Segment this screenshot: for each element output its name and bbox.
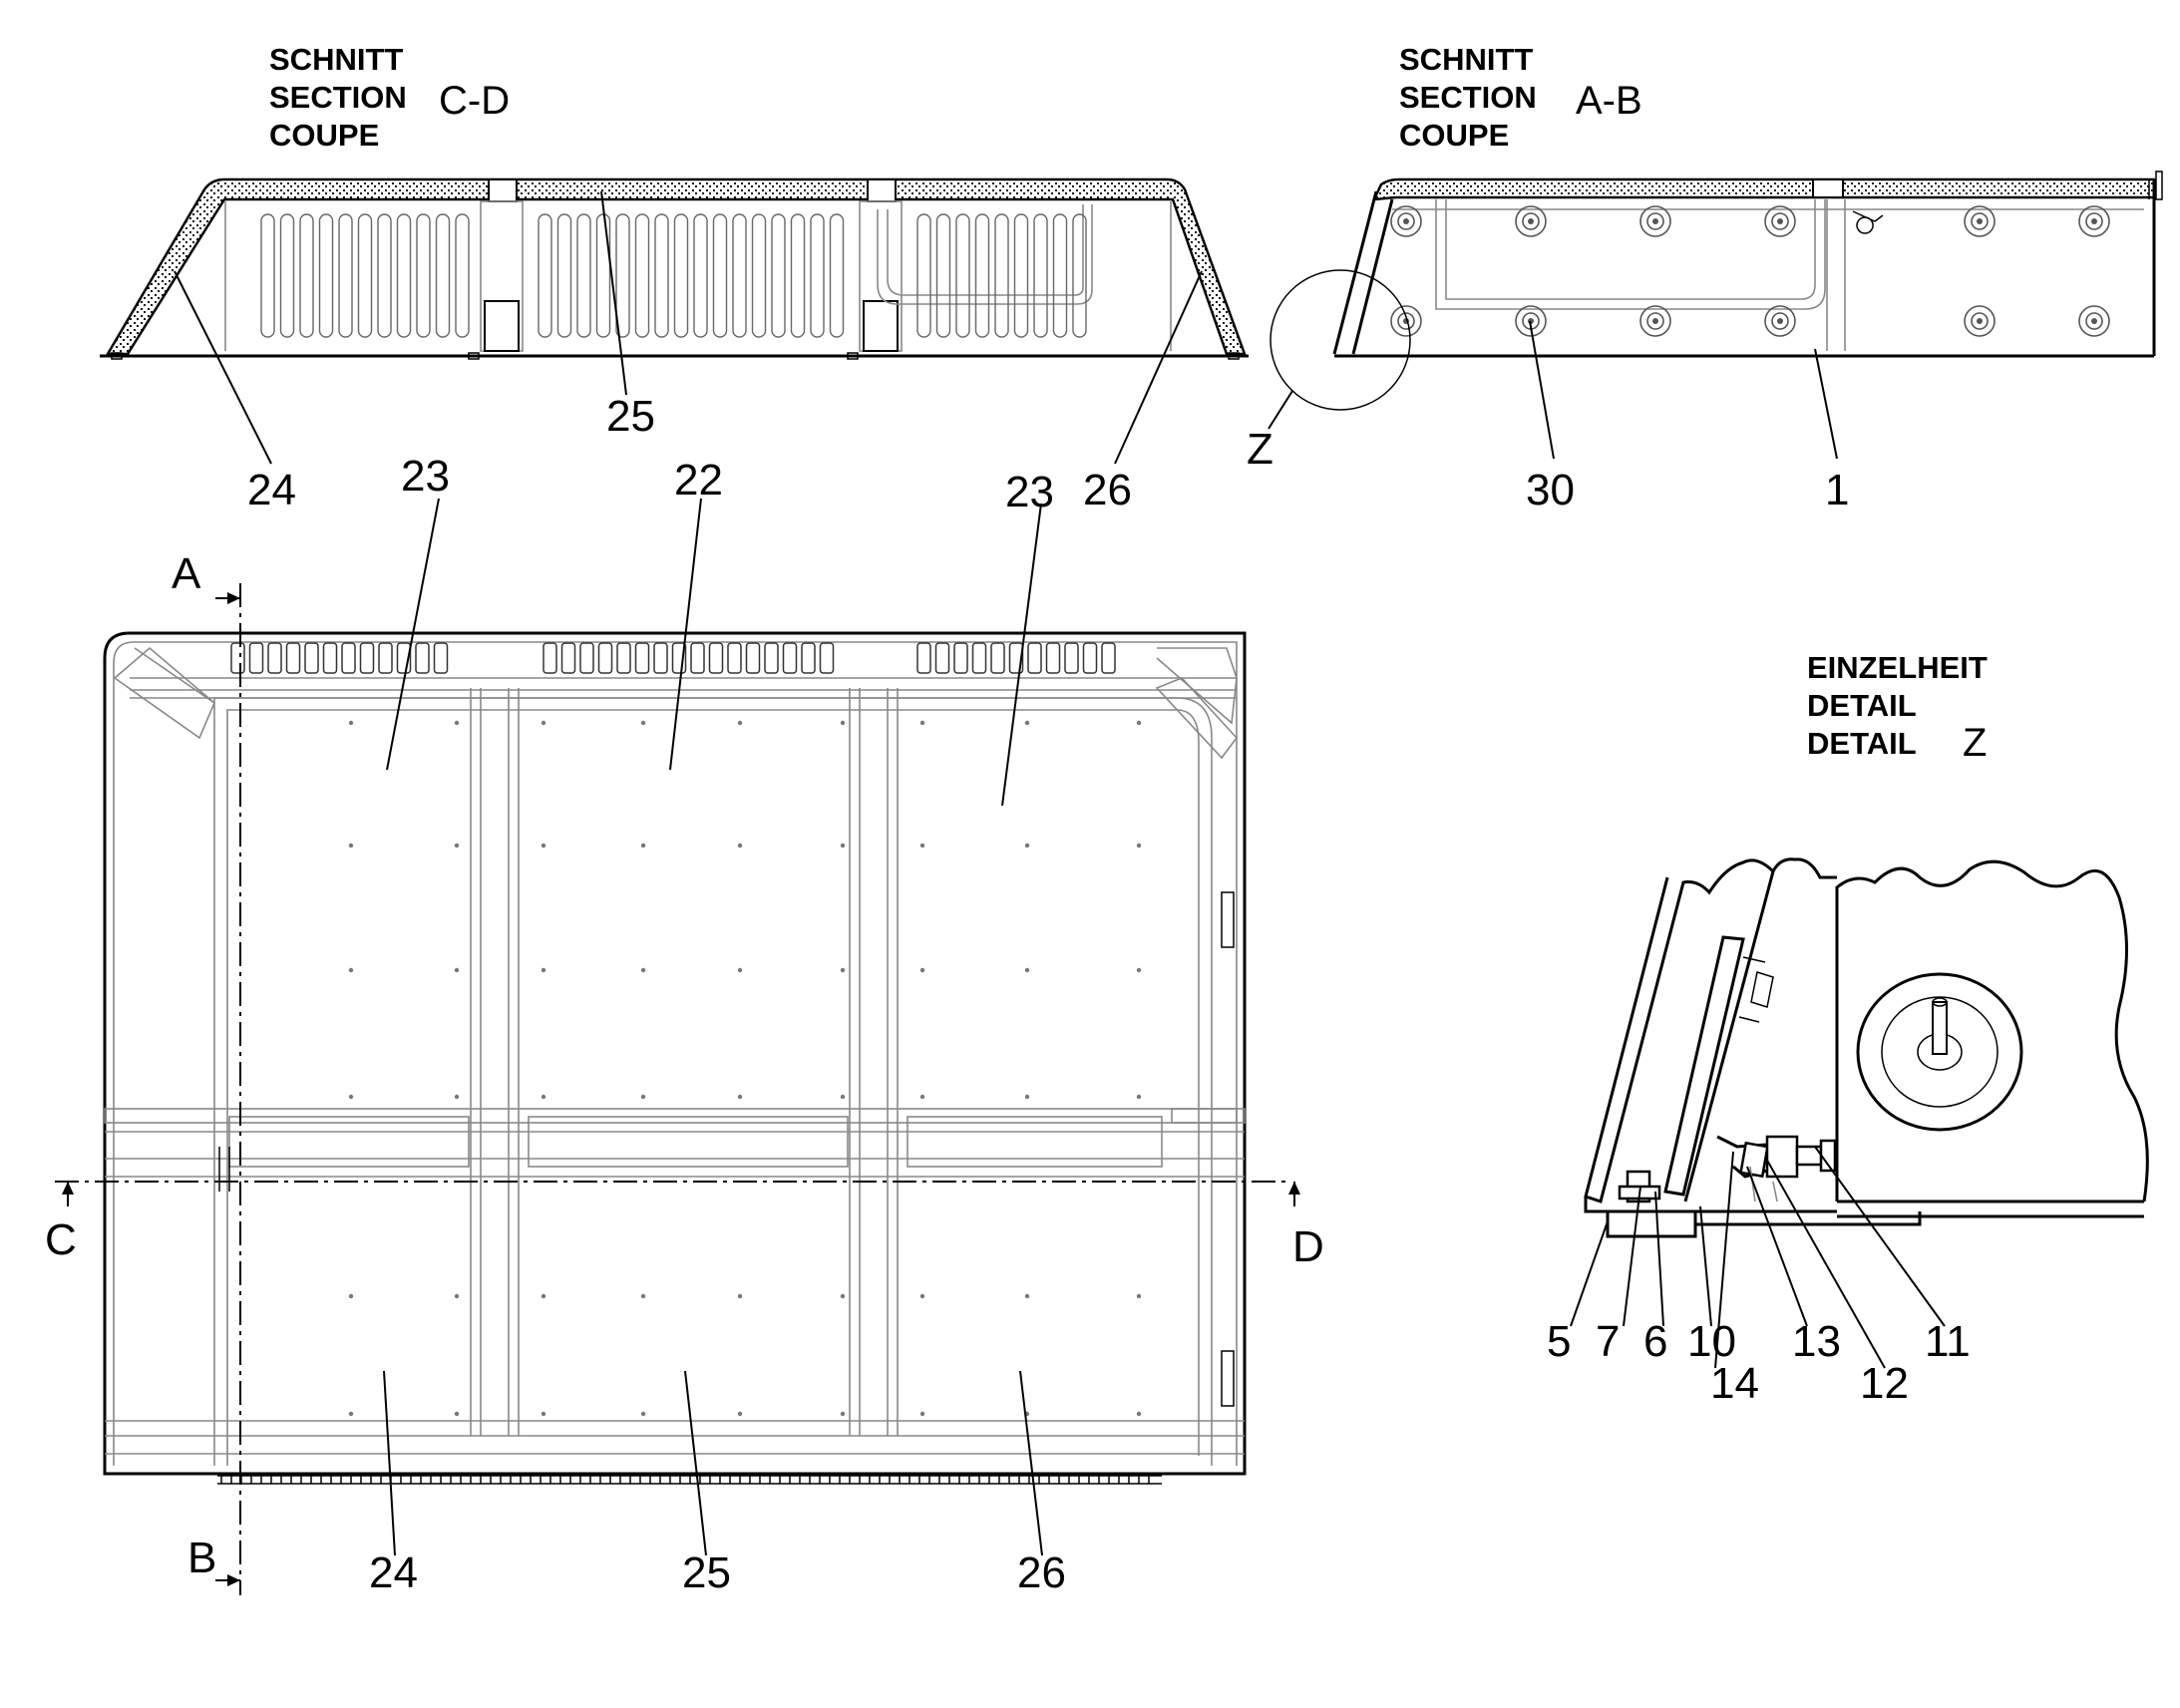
callout-cd-26: 26 <box>1083 466 1132 514</box>
section-ab-view: SCHNITT SECTION COUPE A-B Z 30 1 <box>1247 42 2163 514</box>
callout-detail-11: 11 <box>1925 1317 1971 1366</box>
marker-d: D <box>1292 1222 1324 1271</box>
detail-line2: DETAIL <box>1807 688 1917 723</box>
marker-a: A <box>172 549 201 598</box>
callout-plan-25: 25 <box>682 1548 731 1597</box>
plan-top-vent-slots <box>230 642 1116 674</box>
callout-detail-12: 12 <box>1860 1359 1909 1408</box>
detail-line1: EINZELHEIT <box>1807 650 1988 685</box>
detail-z-circle <box>1270 269 1411 411</box>
callout-detail-6: 6 <box>1643 1317 1667 1366</box>
cd-grille-fins <box>260 213 1087 338</box>
plan-outer-frame <box>103 631 1247 1476</box>
callout-plan-24: 24 <box>369 1548 418 1597</box>
plan-bottom-strip <box>220 1476 1150 1484</box>
callout-plan-23-left: 23 <box>401 452 450 501</box>
callout-detail-14: 14 <box>1710 1359 1759 1408</box>
marker-c: C <box>45 1215 77 1264</box>
section-ab-line3: COUPE <box>1399 118 1509 153</box>
callout-cd-24: 24 <box>247 466 296 514</box>
cd-insulated-cover <box>105 177 1247 356</box>
section-ab-line1: SCHNITT <box>1399 42 1533 77</box>
detail-line3: DETAIL <box>1807 726 1917 761</box>
callout-plan-23-right: 23 <box>1005 468 1054 516</box>
section-cd-id: C-D <box>439 79 510 123</box>
callout-detail-7: 7 <box>1596 1317 1620 1366</box>
callout-cd-25: 25 <box>606 392 655 441</box>
detail-id: Z <box>1963 721 1987 765</box>
section-cd-view: SCHNITT SECTION COUPE C-D <box>100 42 1249 514</box>
plan-fixing-points <box>348 720 1142 1417</box>
callout-ab-1: 1 <box>1825 466 1849 514</box>
callout-plan-22: 22 <box>674 456 723 505</box>
marker-z-ab: Z <box>1247 425 1273 474</box>
ab-bolt-heads <box>1390 205 2110 337</box>
callout-detail-13: 13 <box>1792 1317 1841 1366</box>
marker-b: B <box>187 1534 216 1582</box>
plan-view: A B C D 23 22 23 24 25 26 <box>45 452 1324 1597</box>
callout-ab-30: 30 <box>1526 466 1575 514</box>
section-cd-line3: COUPE <box>269 118 379 153</box>
section-ab-line2: SECTION <box>1399 80 1537 115</box>
section-cd-line1: SCHNITT <box>269 42 403 77</box>
detail-z-view: EINZELHEIT DETAIL DETAIL Z <box>1547 650 2149 1408</box>
callout-detail-5: 5 <box>1547 1317 1571 1366</box>
callout-detail-10: 10 <box>1687 1317 1736 1366</box>
section-cd-line2: SECTION <box>269 80 407 115</box>
ab-insulated-cover <box>1371 177 2156 201</box>
callout-plan-26: 26 <box>1017 1548 1066 1597</box>
section-ab-id: A-B <box>1576 79 1642 123</box>
